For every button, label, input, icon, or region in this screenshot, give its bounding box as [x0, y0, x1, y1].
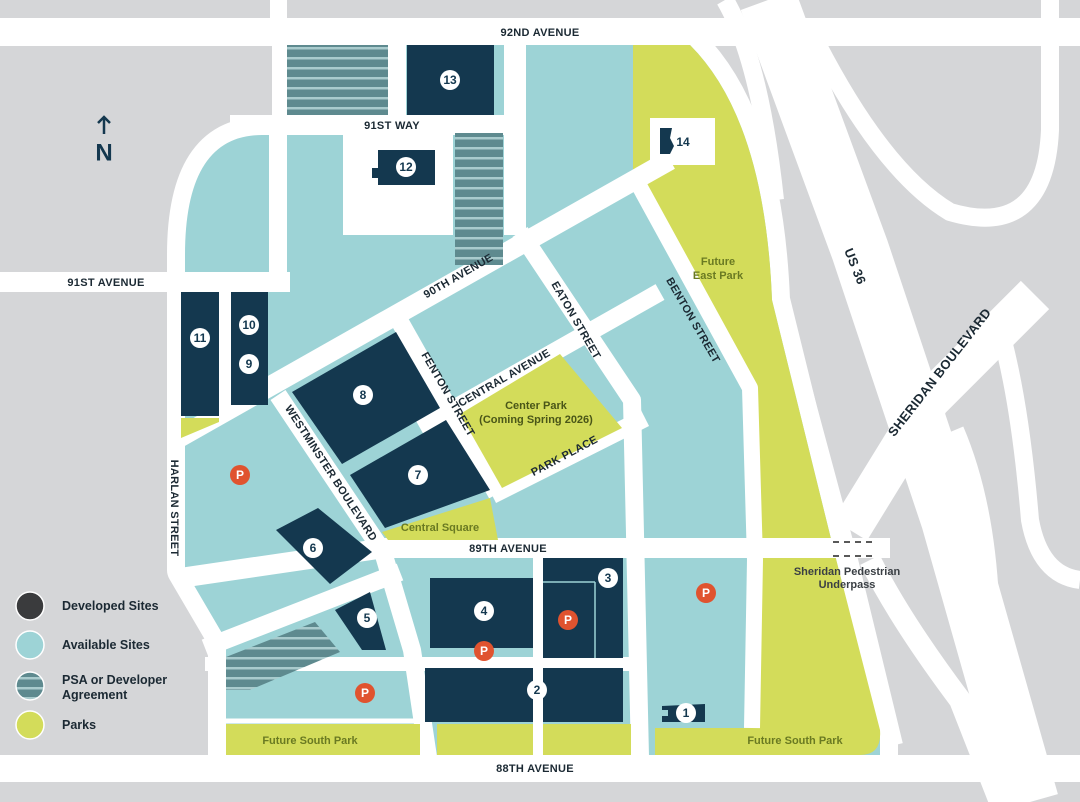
site-marker-4: 4	[474, 601, 494, 621]
svg-text:Agreement: Agreement	[62, 688, 128, 702]
site-marker-6: 6	[303, 538, 323, 558]
site-14	[660, 128, 674, 154]
svg-text:Future South Park: Future South Park	[262, 735, 358, 747]
svg-text:N: N	[95, 140, 112, 167]
parking-icon: P	[696, 583, 716, 603]
svg-text:14: 14	[676, 135, 690, 149]
svg-text:East Park: East Park	[693, 270, 744, 282]
svg-text:P: P	[236, 468, 244, 482]
district-roads	[170, 45, 890, 759]
svg-text:Future: Future	[701, 256, 735, 268]
site-11	[181, 292, 219, 416]
site-marker-12: 12	[396, 157, 416, 177]
site-6	[276, 508, 372, 584]
park-labels: Future East Park Center Park (Coming Spr…	[262, 256, 900, 747]
site-marker-13: 13	[440, 70, 460, 90]
site-marker-11: 11	[190, 328, 210, 348]
svg-text:12: 12	[399, 160, 413, 174]
central-square	[382, 498, 498, 540]
svg-text:(Coming Spring 2026): (Coming Spring 2026)	[479, 414, 593, 426]
site-marker-2: 2	[527, 680, 547, 700]
site-marker-10: 10	[239, 315, 259, 335]
site-markers: 1 2 3 4 5 6 7 8 9 10 11 12 13 14	[190, 70, 696, 723]
legend-item-available: Available Sites	[15, 630, 150, 660]
svg-text:Future South Park: Future South Park	[747, 735, 843, 747]
label-91st-avenue: 91ST AVENUE	[67, 277, 144, 289]
svg-text:P: P	[702, 586, 710, 600]
svg-text:7: 7	[415, 468, 422, 482]
legend-item-parks: Parks	[15, 710, 96, 740]
parks	[181, 354, 631, 755]
site-marker-8: 8	[353, 385, 373, 405]
site-2b	[543, 668, 623, 722]
svg-text:Available Sites: Available Sites	[62, 638, 150, 652]
north-arrow-icon: N	[95, 115, 113, 167]
center-park	[460, 354, 622, 488]
svg-text:Underpass: Underpass	[819, 579, 876, 591]
legend-item-developed: Developed Sites	[15, 591, 159, 621]
label-harlan-street: HARLAN STREET	[168, 460, 180, 557]
site-2a	[425, 668, 533, 722]
site-marker-14: 14	[676, 135, 690, 149]
site-10-9	[231, 292, 268, 405]
parking-icon: P	[558, 610, 578, 630]
label-92nd-avenue: 92ND AVENUE	[500, 27, 579, 39]
svg-text:Parks: Parks	[62, 718, 96, 732]
svg-text:13: 13	[443, 73, 457, 87]
svg-text:3: 3	[605, 571, 612, 585]
parking-markers: P P P P P	[230, 465, 716, 703]
svg-text:Central Square: Central Square	[401, 522, 479, 534]
svg-text:PSA or Developer: PSA or Developer	[62, 673, 167, 687]
parking-icon: P	[230, 465, 250, 485]
site-marker-1: 1	[676, 703, 696, 723]
legend: Developed Sites Available Sites PSA or D…	[15, 591, 167, 740]
label-88th-avenue: 88TH AVENUE	[496, 763, 574, 775]
site-marker-5: 5	[357, 608, 377, 628]
parking-icon: P	[474, 641, 494, 661]
pedestrian-underpass	[833, 541, 875, 557]
site-marker-9: 9	[239, 354, 259, 374]
future-south-park-west	[226, 724, 420, 755]
developed-sites	[181, 45, 705, 722]
svg-text:P: P	[564, 613, 572, 627]
svg-text:2: 2	[534, 683, 541, 697]
site-marker-7: 7	[408, 465, 428, 485]
psa-sites	[226, 45, 503, 690]
svg-text:1: 1	[683, 706, 690, 720]
svg-text:P: P	[361, 686, 369, 700]
svg-text:4: 4	[481, 604, 488, 618]
road-91st-avenue	[0, 272, 185, 292]
svg-text:10: 10	[242, 318, 256, 332]
svg-text:6: 6	[310, 541, 317, 555]
svg-text:8: 8	[360, 388, 367, 402]
svg-text:9: 9	[246, 357, 253, 371]
svg-text:Center Park: Center Park	[505, 400, 568, 412]
label-89th-avenue: 89TH AVENUE	[469, 543, 547, 555]
svg-text:5: 5	[364, 611, 371, 625]
svg-text:11: 11	[194, 331, 207, 345]
svg-text:Sheridan Pedestrian: Sheridan Pedestrian	[794, 566, 901, 578]
svg-text:Developed Sites: Developed Sites	[62, 599, 159, 613]
svg-text:P: P	[480, 644, 488, 658]
label-91st-way: 91ST WAY	[364, 120, 420, 132]
parking-icon: P	[355, 683, 375, 703]
site-marker-3: 3	[598, 568, 618, 588]
